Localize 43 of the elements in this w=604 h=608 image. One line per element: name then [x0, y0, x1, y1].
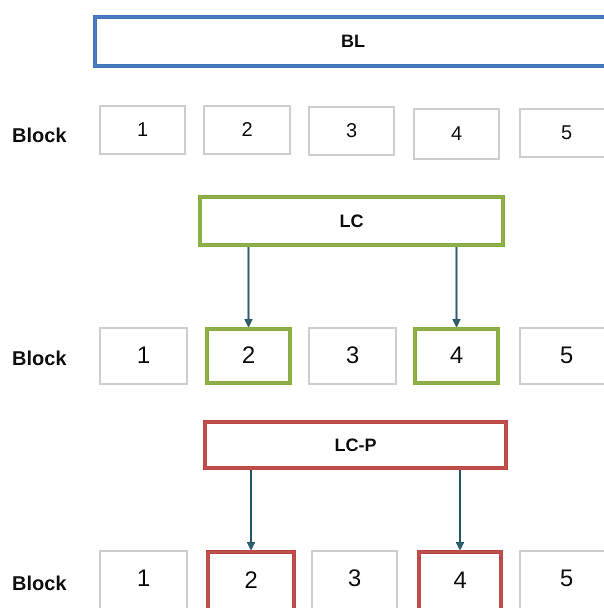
block-box — [203, 105, 291, 155]
row-label: Block — [12, 573, 66, 596]
block-box — [308, 106, 395, 156]
block-box — [417, 550, 503, 608]
block-number: 1 — [136, 342, 150, 370]
block-box — [99, 327, 188, 385]
title-box — [93, 15, 604, 68]
block-number: 4 — [450, 342, 464, 370]
block-box — [205, 327, 292, 385]
block-box — [519, 327, 604, 385]
block-box — [99, 550, 188, 608]
block-box — [311, 550, 398, 608]
block-number: 3 — [346, 120, 358, 142]
block-number: 4 — [453, 567, 467, 595]
block-number: 3 — [346, 342, 360, 370]
box-title: BL — [341, 31, 365, 52]
row-label: Block — [12, 125, 66, 148]
block-number: 5 — [560, 342, 574, 370]
arrow — [450, 247, 463, 328]
block-box — [99, 105, 186, 155]
block-box — [206, 550, 296, 608]
block-box — [308, 327, 397, 385]
block-box — [519, 108, 604, 158]
box-title: LC — [340, 210, 364, 232]
block-number: 5 — [560, 565, 574, 593]
block-number: 2 — [244, 567, 258, 595]
block-number: 1 — [136, 565, 150, 593]
block-number: 5 — [560, 122, 572, 144]
block-box — [413, 108, 500, 160]
block-number: 2 — [242, 342, 256, 370]
row-label: Block — [12, 348, 66, 371]
title-box — [198, 195, 505, 247]
arrow — [244, 470, 258, 551]
block-number: 4 — [450, 122, 462, 146]
title-box — [203, 420, 508, 470]
arrow — [454, 470, 466, 551]
block-number: 2 — [241, 118, 253, 142]
block-number: 3 — [348, 565, 362, 593]
block-number: 1 — [136, 118, 148, 142]
arrow — [242, 247, 255, 328]
block-box — [413, 327, 500, 385]
block-box — [519, 550, 604, 608]
box-title: LC-P — [334, 434, 376, 456]
